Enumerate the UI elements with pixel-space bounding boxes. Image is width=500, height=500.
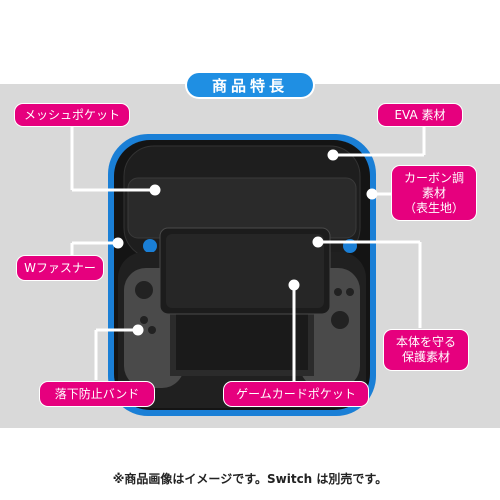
disclaimer-note: ※商品画像はイメージです。Switch は別売です。 — [112, 472, 388, 486]
feature-title: 商品特長 — [187, 73, 313, 97]
callout-protect: 本体を守る 保護素材 — [384, 330, 468, 370]
callout-mesh-pocket: メッシュポケット — [15, 104, 129, 126]
callout-game-card-pocket: ゲームカードポケット — [224, 382, 368, 406]
callout-carbon: カーボン調 素材 （表生地） — [392, 166, 476, 220]
callout-eva: EVA 素材 — [378, 104, 462, 126]
callout-drop-band: 落下防止バンド — [40, 382, 154, 406]
callout-w-fastener: Wファスナー — [17, 256, 103, 280]
